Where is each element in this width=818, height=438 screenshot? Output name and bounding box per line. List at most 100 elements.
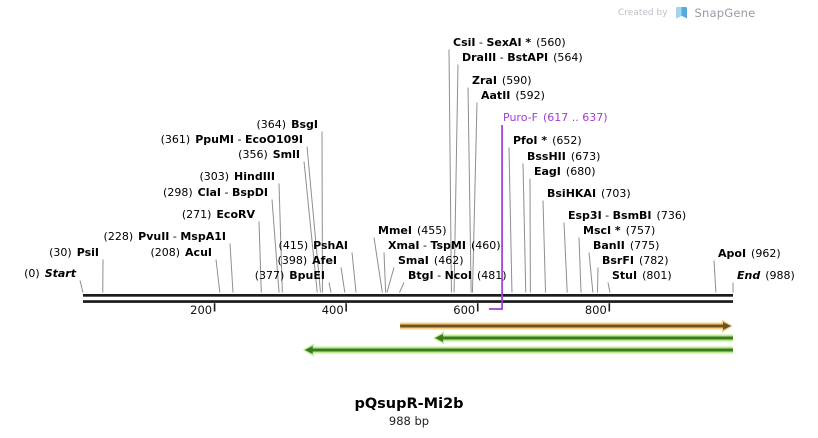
enzyme-site-label[interactable]: XmaI - TspMI(460)	[388, 239, 501, 252]
site-position: (652)	[552, 134, 582, 147]
enzyme-site-label[interactable]: (30)PsiI	[49, 246, 99, 259]
site-name: TspMI	[430, 239, 466, 252]
site-name: BsrFI	[602, 254, 634, 267]
site-name: BsgI	[291, 118, 318, 131]
site-position: (560)	[536, 36, 566, 49]
enzyme-site-label[interactable]: SmaI(462)	[398, 254, 464, 267]
title-block: pQsupR-Mi2b 988 bp	[0, 396, 818, 428]
start-text: Start	[44, 267, 76, 280]
leader-line	[542, 200, 546, 293]
site-position: (0)	[24, 267, 40, 280]
snapgene-watermark[interactable]: Created by SnapGene	[618, 6, 755, 20]
site-name: BspDI	[231, 186, 268, 199]
leader-line	[278, 183, 283, 293]
site-position: (775)	[629, 239, 660, 252]
site-position: (564)	[553, 51, 583, 64]
enzyme-site-label[interactable]: (398)AfeI	[278, 254, 337, 267]
site-position: (361)	[160, 133, 191, 146]
enzyme-site-label[interactable]: (303)HindIII	[199, 170, 275, 183]
leader-line	[386, 267, 395, 293]
leader-line	[383, 252, 387, 293]
enzyme-site-label[interactable]: BtgI - NcoI(481)	[408, 269, 507, 282]
enzyme-site-label[interactable]: BssHII (673)	[527, 150, 600, 163]
leader-line	[351, 252, 357, 293]
site-name: PsiI	[76, 246, 99, 259]
site-name-separator: -	[169, 230, 181, 243]
leader-line	[340, 267, 346, 293]
end-label[interactable]: End(988)	[737, 269, 795, 282]
watermark-brand-text: SnapGene	[694, 6, 756, 20]
site-position: (988)	[765, 269, 795, 282]
site-name-separator: -	[419, 239, 431, 252]
feature-arrows	[302, 319, 733, 357]
site-name: PvuII	[138, 230, 170, 243]
site-position: (757)	[625, 224, 656, 237]
start-label[interactable]: (0) Start	[24, 267, 76, 280]
site-position: (801)	[642, 269, 672, 282]
site-name-separator: -	[475, 36, 487, 49]
site-position: (455)	[416, 224, 447, 237]
site-name: AcuI	[185, 246, 212, 259]
site-name-separator: -	[234, 133, 245, 146]
reverse-strand-feature-1[interactable]	[433, 331, 733, 345]
enzyme-site-label[interactable]: DraIII - BstAPI(564)	[462, 51, 583, 64]
plasmid-backbone[interactable]	[83, 294, 733, 303]
site-position: (364)	[256, 118, 287, 131]
site-name: BssHII	[527, 150, 566, 163]
leader-line	[596, 267, 599, 293]
enzyme-site-label[interactable]: Esp3I - BsmBI(736)	[568, 209, 686, 222]
enzyme-site-label[interactable]: EagI (680)	[534, 165, 596, 178]
enzyme-site-label[interactable]: CsiI - SexAI *(560)	[453, 36, 566, 49]
site-name: BanII	[593, 239, 625, 252]
primer-mark[interactable]	[488, 125, 503, 310]
leader-line	[453, 64, 459, 293]
enzyme-site-label[interactable]: ApoI(962)	[718, 247, 781, 260]
enzyme-site-label[interactable]: ZraI(590)	[472, 74, 532, 87]
enzyme-site-label[interactable]: (228)PvuII - MspA1I	[104, 230, 226, 243]
site-position: (673)	[570, 150, 601, 163]
site-name-separator: -	[433, 269, 445, 282]
enzyme-site-label[interactable]: (356)SmlI	[238, 148, 300, 161]
reverse-strand-feature-2[interactable]	[302, 343, 733, 357]
leader-line	[398, 282, 405, 293]
site-position: (298)	[163, 186, 193, 199]
site-name-separator: -	[601, 209, 613, 222]
enzyme-site-label[interactable]: (364) BsgI	[257, 118, 319, 131]
leader-line	[563, 222, 568, 293]
enzyme-site-label[interactable]: (298)ClaI - BspDI	[163, 186, 268, 199]
feature-arrow-core	[304, 346, 733, 354]
primer-name: Puro-F	[503, 111, 538, 124]
site-name-separator: -	[496, 51, 508, 64]
forward-strand-feature[interactable]	[400, 319, 733, 333]
ruler-tick-label: 800	[585, 303, 607, 317]
enzyme-site-label[interactable]: BanII (775)	[593, 239, 659, 252]
primer-label[interactable]: Puro-F(617 .. 637)	[503, 111, 608, 124]
site-position: (680)	[565, 165, 596, 178]
enzyme-site-label[interactable]: PfoI *(652)	[513, 134, 582, 147]
leader-line	[471, 102, 478, 293]
backbone-line-top[interactable]	[83, 294, 733, 297]
site-position: (228)	[103, 230, 134, 243]
site-position: (462)	[433, 254, 464, 267]
site-name: EagI	[534, 165, 561, 178]
enzyme-site-label[interactable]: (271)EcoRV	[182, 208, 255, 221]
site-position: (590)	[501, 74, 532, 87]
enzyme-site-label[interactable]: BsiHKAI(703)	[547, 187, 631, 200]
site-name: BpuEI	[289, 269, 325, 282]
leader-line	[588, 252, 594, 293]
enzyme-site-label[interactable]: MmeI(455)	[378, 224, 447, 237]
backbone-line-bottom[interactable]	[83, 300, 733, 303]
enzyme-site-label[interactable]: StuI (801)	[612, 269, 672, 282]
plasmid-name: pQsupR-Mi2b	[354, 396, 464, 412]
site-position: (703)	[601, 187, 631, 200]
enzyme-site-label[interactable]: (415)PshAI	[279, 239, 348, 252]
enzyme-site-label[interactable]: MscI *(757)	[583, 224, 655, 237]
primer-span-line[interactable]	[488, 125, 503, 310]
enzyme-site-label[interactable]: (208)AcuI	[150, 246, 212, 259]
enzyme-site-label[interactable]: (377)BpuEI	[255, 269, 325, 282]
site-name: StuI	[612, 269, 638, 282]
enzyme-site-label[interactable]: AatII(592)	[481, 89, 545, 102]
enzyme-site-label[interactable]: (361)PpuMI - EcoO109I	[161, 133, 303, 146]
enzyme-site-label[interactable]: BsrFI(782)	[602, 254, 669, 267]
